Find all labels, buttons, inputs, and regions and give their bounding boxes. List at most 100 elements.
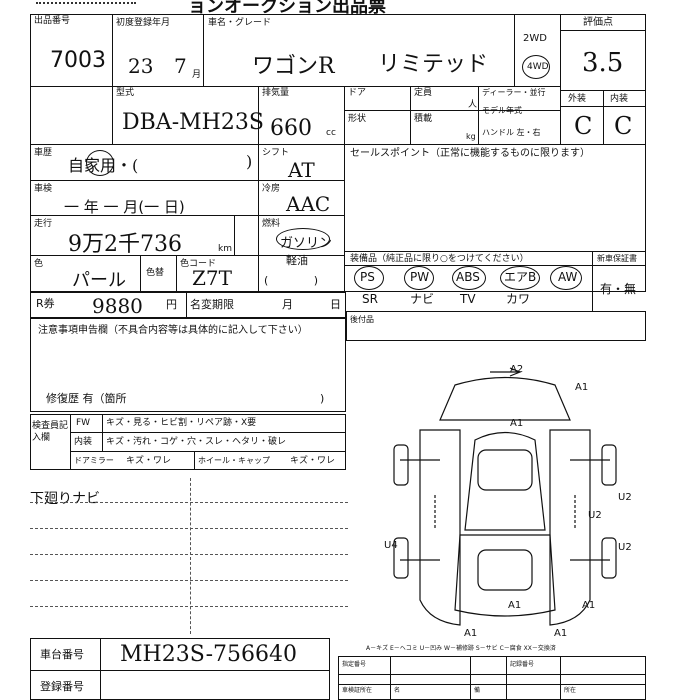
car-body-right	[549, 429, 591, 626]
equipment-leather: カワ	[506, 292, 531, 306]
lot-number: 7003	[50, 48, 106, 73]
exterior-label: 外装	[568, 94, 587, 104]
equipment-tv: TV	[460, 292, 476, 306]
usage-circle	[86, 150, 114, 176]
km-unit: km	[218, 244, 232, 254]
model-label: 型式	[116, 88, 135, 98]
registration-label: 登録番号	[40, 680, 84, 693]
car-rear-window	[477, 549, 533, 591]
capacity-label: 定員	[414, 88, 433, 98]
shape-label: 形状	[348, 114, 367, 124]
header-dots	[36, 2, 136, 8]
repair-close: )	[320, 392, 325, 405]
car-name: ワゴンR	[252, 54, 335, 79]
interior-row-label: 内装	[74, 437, 93, 447]
score-label: 評価点	[583, 17, 613, 28]
damage-mark-2: A1	[510, 418, 523, 429]
equipment-pw-circle	[404, 266, 434, 290]
score: 3.5	[582, 48, 624, 78]
damage-mark-10: A1	[582, 600, 595, 611]
left-rear-wheel	[393, 537, 409, 579]
light-oil-paren: ( )	[264, 274, 319, 287]
color-code-label: 色コード	[180, 259, 217, 269]
first-registration-month: 7	[174, 54, 187, 78]
damage-mark-3: U2	[618, 492, 632, 503]
repair-label: 修復歴 有（箇所	[46, 392, 127, 405]
month-unit: 月	[192, 70, 202, 80]
usage-close: )	[246, 152, 253, 171]
model-year-label: モデル年式	[482, 106, 522, 115]
retrofit-label: 後付品	[350, 315, 374, 324]
bottom-label-2: 車検証所在	[342, 687, 373, 694]
bottom-right-table	[338, 656, 646, 700]
ac: AAC	[286, 192, 331, 216]
damage-mark-5: U4	[384, 540, 398, 551]
drive-2wd-label: 2WD	[523, 33, 547, 44]
mirror-label: ドアミラー	[74, 456, 114, 465]
first-registration-label: 初度登録年月	[116, 18, 171, 28]
fw-text: キズ・見る・ヒビ割・リペア跡・X要	[106, 418, 257, 428]
damage-mark-1: A1	[575, 382, 588, 393]
interior-score: C	[614, 112, 633, 140]
fuel-label: 燃料	[262, 219, 281, 229]
dealer-label: ディーラー・並行	[482, 88, 546, 97]
left-front-wheel	[393, 444, 409, 486]
color-code: Z7T	[192, 266, 232, 290]
fuel-circle	[276, 228, 330, 250]
equipment-abs-circle	[452, 266, 486, 290]
light-oil-label: 軽油	[286, 254, 308, 267]
car-rear	[454, 534, 556, 617]
damage-mark-4: U2	[588, 510, 602, 521]
car-windshield	[477, 449, 533, 491]
equipment-sr: SR	[362, 292, 378, 306]
bottom-label-3: 名	[394, 687, 401, 694]
handwritten-note: 下廻りナビ	[30, 491, 100, 507]
recycle-label: R券	[36, 297, 55, 310]
header-title: ョンオークション出品票	[188, 0, 386, 17]
equipment-aw-circle	[550, 266, 582, 290]
first-registration-year: 23	[128, 54, 154, 78]
right-front-wheel	[601, 444, 617, 486]
wheelcap-label: ホイール・キャップ	[198, 456, 270, 465]
retrofit-box	[346, 311, 646, 341]
kg-unit: kg	[466, 132, 476, 141]
car-outline-front	[439, 376, 571, 421]
person-unit: 人	[468, 100, 478, 110]
fw-label: FW	[76, 418, 91, 428]
usage-label: 車歴	[34, 148, 53, 158]
inspector-label: 検査員記入欄	[32, 421, 69, 443]
bottom-label-4: 備	[474, 687, 481, 694]
displacement: 660	[270, 116, 312, 141]
cc-unit: cc	[326, 128, 336, 138]
displacement-label: 排気量	[262, 88, 290, 98]
notes-box	[30, 318, 346, 412]
inspection-label: 車検	[34, 184, 53, 194]
name-change-month: 月	[282, 298, 293, 311]
mileage: 9万2千736	[68, 232, 182, 257]
damage-legend: A－キズ E－ヘコミ U－凹み W－補修跡 S－サビ C－腐食 XX－交換済	[366, 645, 556, 652]
damage-mark-0: A2	[510, 364, 523, 375]
color-change-label: 色替	[146, 268, 165, 278]
mirror-text: キズ・ワレ	[126, 456, 172, 466]
door-label: ドア	[348, 88, 367, 98]
name-change-label: 名変期限	[190, 298, 234, 311]
grade: リミテッド	[378, 52, 489, 77]
damage-mark-7: A1	[508, 600, 521, 611]
equipment-label: 装備品（純正品に限り○をつけてください）	[350, 254, 529, 264]
color-label: 色	[34, 259, 44, 269]
ac-label: 冷房	[262, 184, 281, 194]
form-top-block	[30, 14, 646, 292]
car-damage-diagram: A2 A1 A1 U2 U2 U4 U2 A1 A1 A1 A1	[384, 364, 632, 639]
damage-mark-6: U2	[618, 542, 632, 553]
new-car-warranty-label: 新車保証書	[597, 254, 637, 263]
shift-label: シフト	[262, 148, 290, 158]
color: パール	[72, 270, 126, 291]
drive-4wd-circle	[522, 55, 550, 79]
sales-point-label: セールスポイント（正常に機能するものに限ります）	[350, 148, 590, 159]
drive-4wd-label: 4WD	[527, 62, 549, 72]
notes-label: 注意事項申告欄（不具合内容等は具体的に記入して下さい）	[38, 325, 308, 336]
warranty-value: 有・無	[600, 282, 637, 296]
damage-mark-8: A1	[464, 628, 477, 639]
damage-mark-9: A1	[554, 628, 567, 639]
model: DBA-MH23S	[122, 110, 264, 135]
